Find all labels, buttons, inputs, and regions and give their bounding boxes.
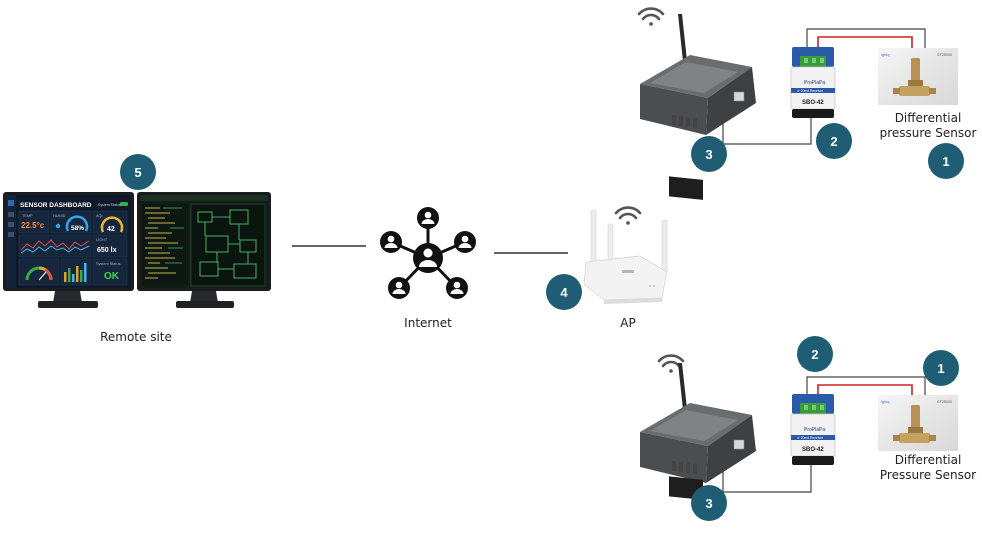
label-sensor-bottom-line2: Pressure Sensor [879,468,977,482]
monitor-left: SENSOR DASHBOARD System Status TEMP 22.5… [3,192,134,308]
badge-gateway-top: 3 [691,136,727,172]
converter-top: ProPlaPa 4~20mA Receiver SBO-42 [790,47,836,118]
converter-top-subtitle: 4~20mA Receiver [797,89,824,93]
dashboard-system-label: System Status [98,203,121,207]
wifi-icon [657,354,685,373]
dashboard-aq-label: AQI [96,214,103,218]
wire-bottom-gw-conv [722,462,812,493]
label-sensor-top: Differential pressure Sensor [872,111,982,141]
gateway-top [637,7,756,200]
label-remote-site: Remote site [100,330,172,344]
dashboard-humid-value: 58% [71,225,84,232]
badge-sensor-top: 1 [928,143,964,179]
converter-bottom-subtitle: 4~20mA Receiver [797,436,824,440]
remote-site-monitors: SENSOR DASHBOARD System Status TEMP 22.5… [3,192,271,308]
sensor-bottom-brand: lghlq [881,399,889,404]
wifi-icon [637,7,665,26]
label-sensor-bottom-line1: Differential [894,453,962,467]
converter-top-brand: ProPlaPa [804,80,825,86]
pressure-sensor-top: lghlq GT2S000 [878,48,958,105]
label-sensor-top-line1: Differential [894,111,962,125]
monitor-right [137,192,271,308]
wifi-icon [614,206,642,225]
ap-router [583,206,668,304]
badge-converter-bottom: 2 [797,336,833,372]
pressure-sensor-bottom: lghlq GT2S000 [878,395,958,451]
dashboard-humid-label: HUMID [53,214,66,218]
dashboard-light-label: LIGHT [96,238,108,242]
label-sensor-bottom: Differential Pressure Sensor [872,453,982,483]
internet-icon [380,207,476,299]
converter-bottom: ProPlaPa 4~20mA Receiver SBO-42 [790,394,836,465]
sensor-top-code: GT2S000 [937,53,952,57]
wire-bottom-dark [806,376,926,402]
sensor-chain-bottom: ProPlaPa 4~20mA Receiver SBO-42 lghlq GT… [640,354,958,500]
dashboard-light-value: 650 lx [97,247,117,254]
dashboard-title: SENSOR DASHBOARD [20,202,92,209]
label-ap: AP [620,316,636,330]
badge-ap: 4 [546,274,582,310]
sensor-bottom-code: GT2S000 [937,400,952,404]
badge-gateway-bottom: 3 [691,485,727,521]
converter-top-model: SBO-42 [802,100,824,106]
dashboard-status-label: System Status [96,262,121,266]
converter-bottom-model: SBO-42 [802,447,824,453]
gateway-bottom [640,354,756,500]
dashboard-temp-label: TEMP [22,214,33,218]
wire-top-gw-conv [722,114,812,145]
dashboard-temp-value: 22.5°c [21,221,45,230]
dashboard-status-value: OK [104,271,120,282]
dashboard-aq-value: 42 [107,226,115,233]
badge-sensor-bottom: 1 [923,350,959,386]
badge-remote-site: 5 [120,154,156,190]
sensor-chain-top: ProPlaPa 4~20mA Receiver SBO-42 lghlq GT… [637,7,958,200]
sensor-top-brand: lghlq [881,52,889,57]
label-sensor-top-line2: pressure Sensor [879,126,977,140]
wire-top-dark [806,28,926,56]
converter-bottom-brand: ProPlaPa [804,427,825,433]
label-internet: Internet [404,316,452,330]
badge-converter-top: 2 [816,123,852,159]
